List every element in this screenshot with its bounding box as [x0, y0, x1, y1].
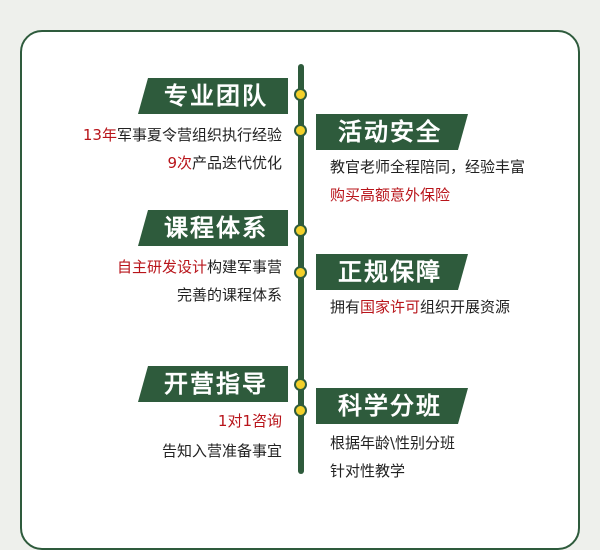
section-title-team: 专业团队	[138, 78, 288, 114]
team-line-1-highlight: 13年	[82, 126, 117, 144]
timeline-dot-1	[294, 88, 307, 101]
timeline-dot-5	[294, 378, 307, 391]
section-title-safety: 活动安全	[316, 114, 468, 150]
guide-line-2: 告知入营准备事宜	[161, 442, 282, 460]
section-title-guide: 开营指导	[138, 366, 288, 402]
guarantee-line-1-text: 组织开展资源	[420, 298, 511, 316]
class-line-2: 针对性教学	[330, 462, 406, 480]
safety-line-1: 教官老师全程陪同，经验丰富	[330, 158, 526, 176]
course-line-1-text: 构建军事营	[206, 258, 282, 276]
timeline-dot-3	[294, 224, 307, 237]
team-line-2-highlight: 9次	[167, 154, 192, 172]
section-title-class: 科学分班	[316, 388, 468, 424]
section-title-course: 课程体系	[138, 210, 288, 246]
team-line-2-text: 产品迭代优化	[191, 154, 282, 172]
team-line-1: 13年军事夏令营组织执行经验	[83, 124, 282, 146]
team-line-1-text: 军事夏令营组织执行经验	[116, 126, 282, 144]
timeline-dot-6	[294, 404, 307, 417]
section-title-guarantee: 正规保障	[316, 254, 468, 290]
guarantee-line-1-highlight: 国家许可	[360, 298, 421, 316]
guarantee-line-1: 拥有国家许可组织开展资源	[330, 296, 510, 318]
timeline-dot-2	[294, 124, 307, 137]
timeline-dot-4	[294, 266, 307, 279]
class-line-1: 根据年龄\性别分班	[330, 434, 456, 452]
guarantee-line-1-pre: 拥有	[330, 298, 361, 316]
course-line-2: 完善的课程体系	[176, 286, 282, 304]
team-line-2: 9次产品迭代优化	[167, 152, 282, 174]
guide-line-1: 1对1咨询	[217, 412, 282, 430]
course-line-1: 自主研发设计构建军事营	[117, 256, 282, 278]
course-line-1-highlight: 自主研发设计	[116, 258, 207, 276]
safety-line-2: 购买高额意外保险	[330, 186, 451, 204]
